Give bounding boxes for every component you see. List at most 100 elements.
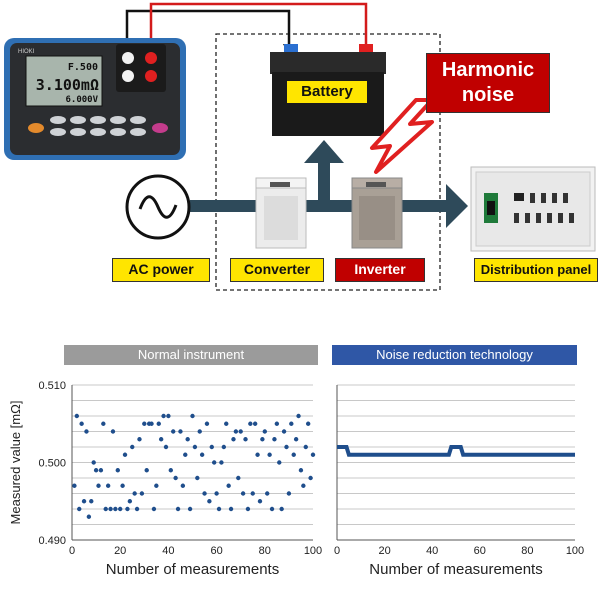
x-tick-label: 20 [114,545,126,557]
inverter-label: Inverter [335,258,425,282]
data-point [120,483,125,488]
data-point [221,444,227,450]
data-point [89,499,94,504]
y-tick-label: 0.510 [38,380,66,392]
data-point [240,491,246,496]
data-point [243,437,248,442]
data-point [236,475,241,481]
chart-right-title: Noise reduction technology [332,345,577,365]
data-point [310,452,316,457]
data-point [168,468,174,473]
data-point [286,491,292,496]
data-point [103,506,108,512]
data-point [296,413,301,419]
x-tick-label: 60 [474,545,486,557]
data-point [289,421,294,426]
x-tick-label: 0 [334,545,340,557]
red-lead [149,2,368,52]
data-point [137,437,142,442]
data-point [108,506,113,512]
data-point [233,429,239,434]
data-point [91,460,96,465]
data-point [195,475,200,481]
data-point [173,475,178,481]
data-point [238,429,243,434]
flow-arrowhead-up [304,140,344,163]
data-point [175,506,181,512]
data-point [192,444,198,450]
data-point [199,452,205,457]
x-axis-title: Number of measurements [369,561,542,578]
distribution-panel-icon [470,166,596,252]
flow-up-stem [318,160,330,204]
data-point [272,437,277,442]
data-point [269,506,275,512]
data-point [183,452,188,457]
x-axis-title: Number of measurements [106,561,279,578]
series-line [337,445,575,457]
data-point [224,421,229,426]
data-point [144,468,149,473]
data-point [158,437,164,442]
data-point [250,491,255,496]
data-point [265,491,270,496]
black-terminal-icon [122,52,134,64]
meter-reading-bottom: 6.000V [65,95,98,105]
data-point [74,413,80,419]
y-axis-title: Measured value [mΩ] [8,401,23,525]
data-point [132,491,137,496]
data-point [93,468,99,473]
data-point [260,437,265,442]
data-point [197,429,202,434]
data-point [245,506,251,512]
sine-wave-icon [138,195,178,219]
data-point [279,506,284,512]
data-point [303,444,308,450]
data-point [284,444,289,450]
data-point [252,421,258,426]
system-boundary [215,33,441,291]
distribution-panel-label: Distribution panel [474,258,598,282]
inverter-unit [351,177,403,249]
x-tick-label: 40 [426,545,438,557]
data-point [180,483,186,488]
converter-label: Converter [230,258,324,282]
data-point [211,460,217,465]
data-point [156,421,161,426]
data-point [228,506,234,512]
data-point [110,429,116,434]
data-point [219,460,224,465]
data-point [79,421,84,426]
x-tick-label: 100 [566,545,584,557]
chart-left-title: Normal instrument [64,345,318,365]
data-point [166,413,171,419]
meter-brand: HIOKI [18,49,35,55]
data-point [72,483,77,488]
data-point [122,452,128,457]
data-point [118,506,123,512]
x-tick-label: 60 [210,545,222,557]
data-point [149,421,154,426]
data-point [86,514,92,519]
data-point [277,460,282,465]
data-point [163,444,169,450]
data-point [113,506,118,512]
harmonic-noise-label: Harmonic noise [426,53,550,113]
x-tick-label: 20 [378,545,390,557]
x-tick-label: 80 [259,545,271,557]
data-point [151,506,157,512]
data-point [204,421,210,426]
data-point [257,499,263,504]
data-point [190,413,195,419]
data-point [248,421,253,426]
data-point [187,506,193,512]
data-point [98,468,104,473]
data-point [255,452,260,457]
meter-reading-main: 3.100mΩ [36,76,99,94]
data-point [171,429,176,434]
data-point [274,421,280,426]
data-point [298,468,304,473]
meter-reading-top: F.500 [68,62,98,73]
